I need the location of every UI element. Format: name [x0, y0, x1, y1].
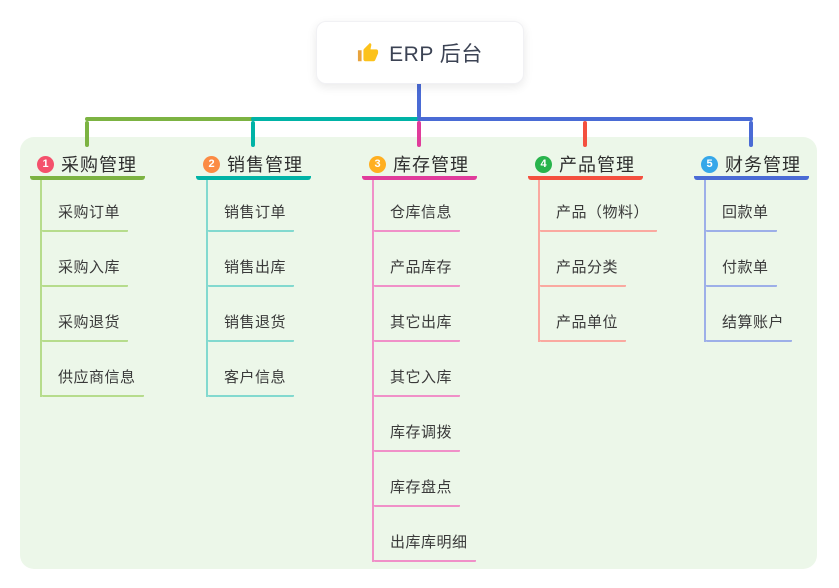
subtopic-label: 客户信息: [208, 366, 295, 397]
subtopic-label: 采购入库: [42, 256, 129, 287]
bus-segment-left: [85, 117, 255, 121]
branch-drop-line: [583, 121, 587, 147]
subtopic-label: 其它出库: [374, 311, 461, 342]
branch-drop-line: [417, 121, 421, 147]
subtopic-node[interactable]: 销售出库: [208, 232, 311, 287]
subtopic-label: 产品库存: [374, 256, 461, 287]
subtopic-label: 出库库明细: [374, 531, 476, 562]
subtopic-label: 产品单位: [540, 311, 627, 342]
subtopic-node[interactable]: 产品分类: [540, 232, 643, 287]
branch-topic[interactable]: 4 产品管理: [528, 152, 643, 180]
thumbs-up-icon: [358, 42, 379, 61]
branch-topic-label: 采购管理: [61, 155, 137, 175]
subtopic-label: 采购退货: [42, 311, 129, 342]
subtopic-label: 供应商信息: [42, 366, 144, 397]
branch-number-badge: 1: [37, 155, 54, 173]
subtopic-label: 销售退货: [208, 311, 295, 342]
branch: 3 库存管理 仓库信息产品库存其它出库其它入库库存调拨库存盘点出库库明细: [362, 152, 477, 562]
branch: 2 销售管理 销售订单销售出库销售退货客户信息: [196, 152, 311, 397]
subtopic-node[interactable]: 销售退货: [208, 287, 311, 342]
subtopic-node[interactable]: 回款单: [706, 180, 809, 232]
subtopic-node[interactable]: 采购入库: [42, 232, 145, 287]
bus-segment-right: [417, 117, 753, 121]
branch-number-badge: 4: [535, 155, 552, 173]
branch-drop-line: [251, 121, 255, 147]
subtopic-label: 库存盘点: [374, 476, 461, 507]
branch: 5 财务管理 回款单付款单结算账户: [694, 152, 809, 342]
subtopic-label: 销售出库: [208, 256, 295, 287]
subtopic-list: 回款单付款单结算账户: [704, 180, 809, 342]
subtopic-node[interactable]: 客户信息: [208, 342, 311, 397]
subtopic-node[interactable]: 产品（物料）: [540, 180, 658, 232]
subtopic-node[interactable]: 库存盘点: [374, 452, 477, 507]
subtopic-label: 产品（物料）: [540, 201, 658, 232]
branch: 1 采购管理 采购订单采购入库采购退货供应商信息: [30, 152, 145, 397]
subtopic-label: 回款单: [706, 201, 777, 232]
branch-group-panel: [20, 137, 817, 569]
branch-number-badge: 2: [203, 155, 220, 173]
branch-topic[interactable]: 3 库存管理: [362, 152, 477, 180]
root-topic[interactable]: ERP 后台: [316, 21, 524, 84]
subtopic-node[interactable]: 出库库明细: [374, 507, 477, 562]
subtopic-node[interactable]: 采购退货: [42, 287, 145, 342]
branch-number-badge: 5: [701, 155, 718, 173]
subtopic-label: 库存调拨: [374, 421, 461, 452]
subtopic-node[interactable]: 销售订单: [208, 180, 311, 232]
subtopic-label: 付款单: [706, 256, 777, 287]
subtopic-node[interactable]: 采购订单: [42, 180, 145, 232]
branch-number-badge: 3: [369, 155, 386, 173]
branch: 4 产品管理 产品（物料） 产品分类产品单位: [528, 152, 658, 342]
subtopic-node[interactable]: 产品单位: [540, 287, 643, 342]
subtopic-node[interactable]: 其它出库: [374, 287, 477, 342]
subtopic-node[interactable]: 结算账户: [706, 287, 809, 342]
branch-drop-line: [749, 121, 753, 147]
subtopic-node[interactable]: 付款单: [706, 232, 809, 287]
trunk-line: [417, 82, 421, 118]
subtopic-list: 采购订单采购入库采购退货供应商信息: [40, 180, 145, 397]
subtopic-label: 其它入库: [374, 366, 461, 397]
branch-topic-label: 财务管理: [725, 155, 801, 175]
root-title: ERP 后台: [389, 42, 483, 66]
branch-topic[interactable]: 2 销售管理: [196, 152, 311, 180]
subtopic-list: 产品（物料） 产品分类产品单位: [538, 180, 658, 342]
branch-topic-label: 库存管理: [393, 155, 469, 175]
subtopic-node[interactable]: 产品库存: [374, 232, 477, 287]
subtopic-label: 结算账户: [706, 311, 793, 342]
subtopic-label: 产品分类: [540, 256, 627, 287]
subtopic-node[interactable]: 仓库信息: [374, 180, 477, 232]
branch-topic-label: 产品管理: [559, 155, 635, 175]
branch-topic[interactable]: 1 采购管理: [30, 152, 145, 180]
branch-drop-line: [85, 121, 89, 147]
subtopic-node[interactable]: 库存调拨: [374, 397, 477, 452]
subtopic-node[interactable]: 其它入库: [374, 342, 477, 397]
subtopic-label: 采购订单: [42, 201, 129, 232]
branch-topic[interactable]: 5 财务管理: [694, 152, 809, 180]
subtopic-list: 仓库信息产品库存其它出库其它入库库存调拨库存盘点出库库明细: [372, 180, 477, 562]
branch-topic-label: 销售管理: [227, 155, 303, 175]
subtopic-list: 销售订单销售出库销售退货客户信息: [206, 180, 311, 397]
subtopic-label: 销售订单: [208, 201, 295, 232]
bus-segment-mid: [251, 117, 421, 121]
subtopic-node[interactable]: 供应商信息: [42, 342, 145, 397]
subtopic-label: 仓库信息: [374, 201, 461, 232]
